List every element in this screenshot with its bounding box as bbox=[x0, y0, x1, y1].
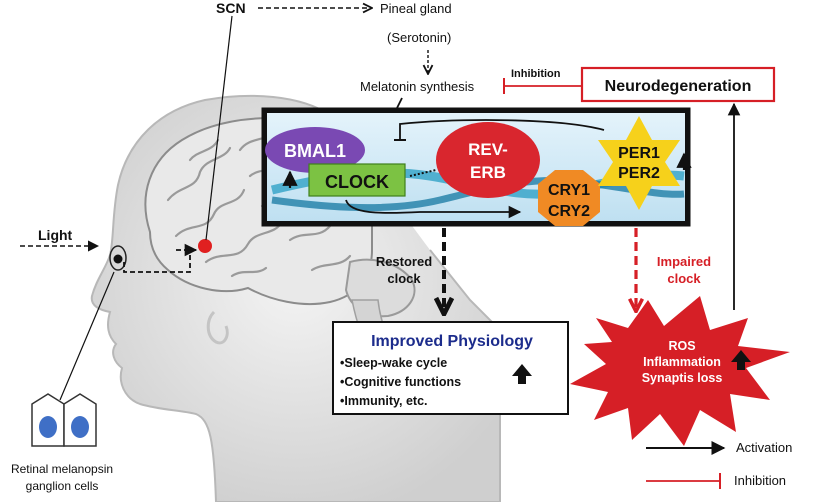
retinal-label-line2: ganglion cells bbox=[26, 479, 99, 493]
burst-shape bbox=[570, 296, 790, 446]
restored-label-line1: Restored bbox=[376, 254, 432, 269]
scn-label: SCN bbox=[216, 0, 246, 16]
retinal-cell-1-nucleus bbox=[39, 416, 57, 438]
melatonin-pathway: SCN Pineal gland (Serotonin) Melatonin s… bbox=[216, 0, 776, 164]
damage-burst: ROS Inflammation Synaptis loss bbox=[570, 296, 790, 446]
neurodegeneration-label: Neurodegeneration bbox=[605, 78, 752, 95]
retina-pointer-line bbox=[59, 271, 115, 401]
scn-pointer-line bbox=[205, 15, 233, 241]
scn-nucleus-dot bbox=[198, 239, 212, 253]
per-cry-inhibit-loop bbox=[399, 119, 605, 140]
improved-item-1: •Sleep-wake cycle bbox=[340, 356, 447, 370]
eye-to-scn-arrow bbox=[123, 250, 191, 273]
restored-clock-pathway: Restored clock bbox=[376, 228, 444, 312]
legend-activation-label: Activation bbox=[736, 440, 792, 455]
light-pathway: Light bbox=[20, 15, 233, 401]
improved-item-3: •Immunity, etc. bbox=[340, 394, 428, 408]
burst-line-1: ROS bbox=[668, 339, 695, 353]
ear bbox=[206, 310, 229, 345]
legend-inhibition-label: Inhibition bbox=[734, 473, 786, 488]
bmal1-label: BMAL1 bbox=[284, 141, 346, 161]
impaired-label-line1: Impaired bbox=[657, 254, 711, 269]
retinal-cell-2-nucleus bbox=[71, 416, 89, 438]
clock-to-cry-arrow bbox=[345, 199, 522, 219]
eye-pupil bbox=[113, 254, 123, 264]
restored-label-line2: clock bbox=[387, 271, 421, 286]
inhibition-top-label: Inhibition bbox=[511, 68, 561, 80]
improved-box-frame bbox=[332, 321, 569, 415]
melatonin-label: Melatonin synthesis bbox=[360, 79, 475, 94]
cry-node bbox=[538, 170, 600, 226]
retinal-ganglion-cells: Retinal melanopsin ganglion cells bbox=[11, 393, 113, 493]
bmal1-node bbox=[265, 127, 365, 173]
legend: Activation Inhibition bbox=[646, 440, 792, 489]
cry1-label: CRY1 bbox=[548, 182, 590, 199]
improved-item-2: •Cognitive functions bbox=[340, 375, 461, 389]
improved-up-arrow-icon bbox=[512, 364, 532, 384]
burst-line-3: Synaptis loss bbox=[642, 371, 723, 385]
light-label: Light bbox=[38, 227, 73, 243]
eye-outline bbox=[109, 245, 127, 271]
rev-erb-node bbox=[436, 122, 540, 198]
pineal-label: Pineal gland bbox=[380, 1, 452, 16]
burst-line-2: Inflammation bbox=[643, 355, 721, 369]
impaired-clock-pathway: Impaired clock bbox=[636, 228, 711, 310]
clock-label: CLOCK bbox=[325, 172, 389, 192]
per1-label: PER1 bbox=[618, 145, 660, 162]
cry2-label: CRY2 bbox=[548, 203, 590, 220]
rev-erb-label-line2: ERB bbox=[470, 163, 506, 182]
retinal-label-line1: Retinal melanopsin bbox=[11, 462, 113, 476]
per-node bbox=[598, 116, 680, 210]
burst-up-arrow-icon bbox=[731, 350, 751, 370]
clock-to-reverb-dotted bbox=[409, 169, 437, 177]
impaired-label-line2: clock bbox=[667, 271, 701, 286]
improved-title: Improved Physiology bbox=[371, 333, 533, 350]
rev-erb-label-line1: REV- bbox=[468, 140, 508, 159]
improved-physiology-box: Improved Physiology •Sleep-wake cycle •C… bbox=[332, 321, 569, 415]
molecular-clock-panel: BMAL1 CLOCK REV- ERB CRY1 CRY2 PER1 PER2 bbox=[261, 107, 692, 227]
per2-label: PER2 bbox=[618, 165, 660, 182]
serotonin-label: (Serotonin) bbox=[387, 30, 451, 45]
neurodegeneration-box bbox=[580, 66, 776, 103]
clock-node bbox=[308, 163, 406, 197]
